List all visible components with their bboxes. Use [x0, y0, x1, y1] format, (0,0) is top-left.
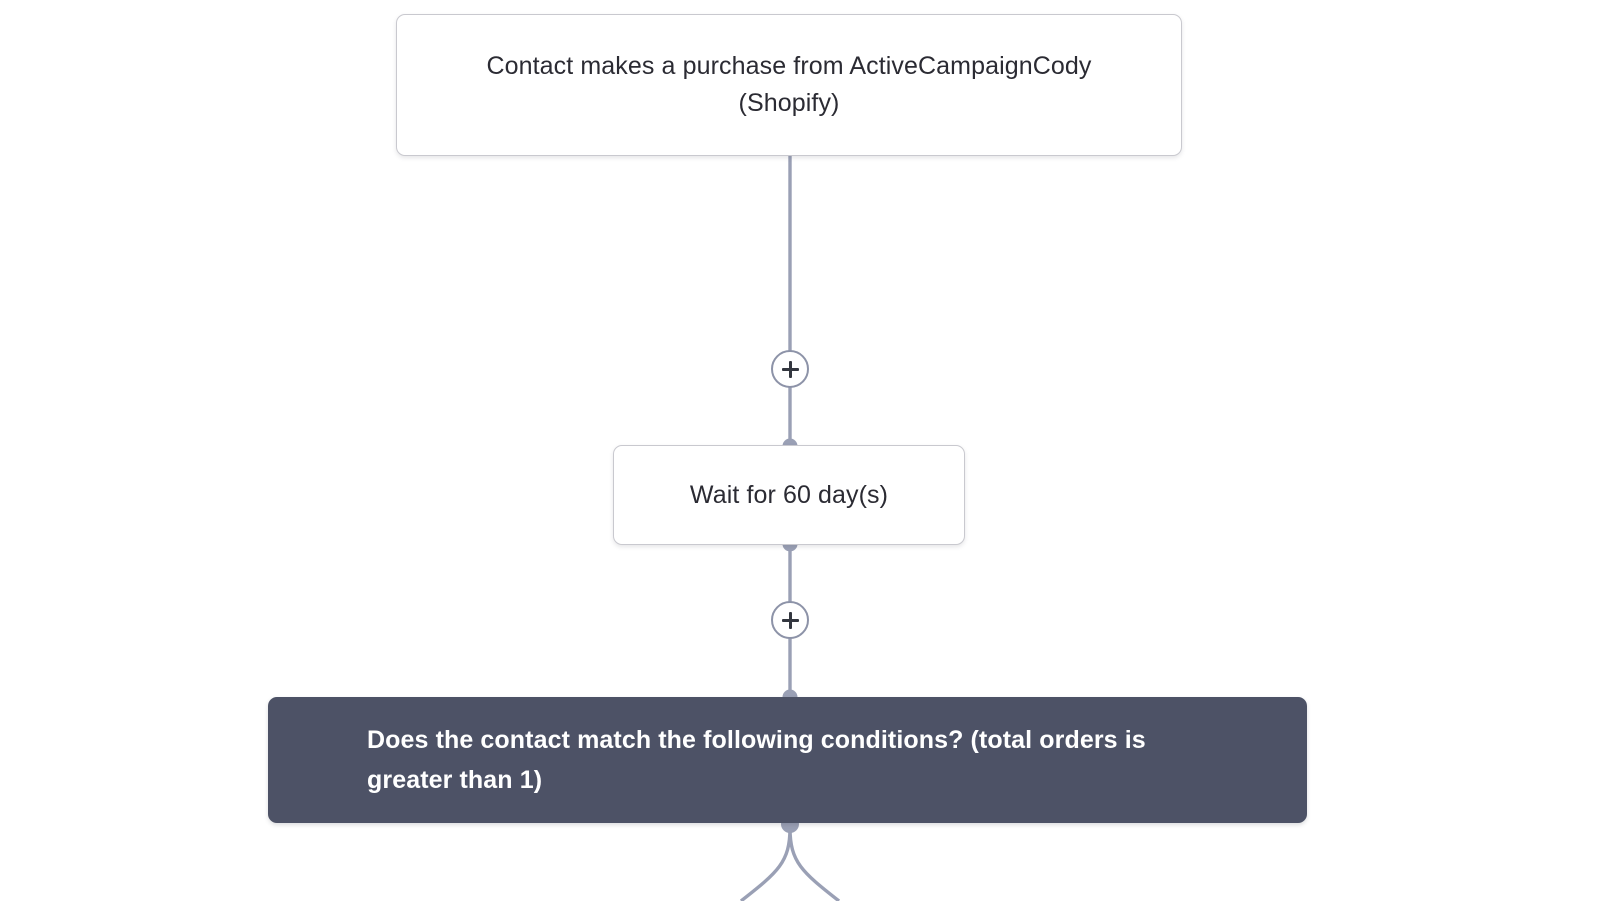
- add-step-button-1[interactable]: [771, 350, 809, 388]
- workflow-node-wait[interactable]: Wait for 60 day(s): [613, 445, 965, 545]
- trigger-label-line-1: Contact makes a purchase from ActiveCamp…: [486, 52, 1092, 80]
- workflow-node-trigger[interactable]: Contact makes a purchase from ActiveCamp…: [396, 14, 1182, 156]
- trigger-label-line-2: (Shopify): [738, 89, 840, 117]
- branch-line-left: [739, 827, 792, 901]
- trigger-node-label: Contact makes a purchase from ActiveCamp…: [460, 48, 1117, 122]
- plus-icon: [781, 360, 799, 378]
- workflow-node-condition[interactable]: Does the contact match the following con…: [268, 697, 1307, 823]
- branch-line-right: [788, 827, 841, 901]
- wait-node-label: Wait for 60 day(s): [689, 480, 889, 509]
- plus-icon: [781, 611, 799, 629]
- add-step-button-2[interactable]: [771, 601, 809, 639]
- condition-node-label: Does the contact match the following con…: [367, 726, 1146, 794]
